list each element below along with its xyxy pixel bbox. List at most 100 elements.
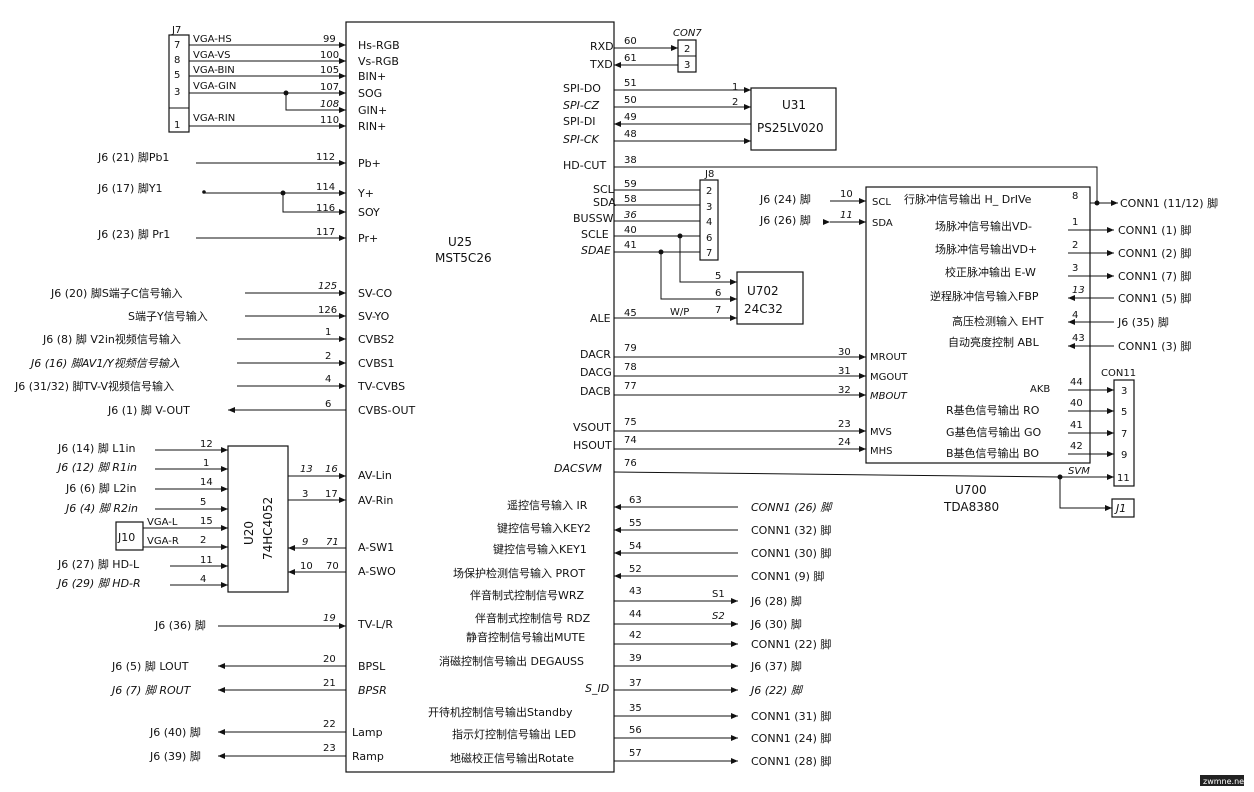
j1-ref: J1 xyxy=(1114,502,1126,515)
svg-text:41: 41 xyxy=(1070,420,1083,431)
con11-pin: 5 xyxy=(1121,407,1127,418)
svg-text:J6 (27) 脚 HD-L: J6 (27) 脚 HD-L xyxy=(57,557,140,571)
svg-text:13: 13 xyxy=(1072,285,1085,296)
svg-text:31: 31 xyxy=(838,366,851,377)
svg-text:51: 51 xyxy=(624,78,637,89)
svg-text:SCL: SCL xyxy=(593,183,615,196)
svg-text:CONN1 (24) 脚: CONN1 (24) 脚 xyxy=(751,731,831,745)
svg-text:5: 5 xyxy=(200,497,206,508)
svg-text:24: 24 xyxy=(838,437,851,448)
j8-pin: 3 xyxy=(706,202,712,213)
svg-text:校正脉冲输出 E-W: 校正脉冲输出 E-W xyxy=(945,265,1036,279)
svg-text:38: 38 xyxy=(624,155,637,166)
svg-text:55: 55 xyxy=(629,518,642,529)
svg-text:地磁校正信号输出Rotate: 地磁校正信号输出Rotate xyxy=(450,751,574,765)
svg-text:Hs-RGB: Hs-RGB xyxy=(358,39,400,52)
con7-ref: CON7 xyxy=(673,28,702,39)
svg-text:125: 125 xyxy=(318,281,337,292)
svg-text:114: 114 xyxy=(316,182,335,193)
svg-text:42: 42 xyxy=(1070,441,1083,452)
svg-text:78: 78 xyxy=(624,362,637,373)
svg-text:6: 6 xyxy=(325,399,331,410)
svg-text:75: 75 xyxy=(624,417,637,428)
svg-text:J6 (22) 脚: J6 (22) 脚 xyxy=(749,684,804,697)
svg-text:13: 13 xyxy=(300,464,313,475)
u31-pin: 1 xyxy=(732,82,738,93)
svg-text:63: 63 xyxy=(629,495,642,506)
svg-text:GIN+: GIN+ xyxy=(358,104,387,117)
svg-text:8: 8 xyxy=(1072,191,1078,202)
svg-text:3: 3 xyxy=(1072,263,1078,274)
svg-text:CONN1 (5) 脚: CONN1 (5) 脚 xyxy=(1118,291,1191,305)
svg-text:19: 19 xyxy=(323,613,336,624)
svg-text:SDA: SDA xyxy=(593,196,616,209)
svg-text:S1: S1 xyxy=(712,589,725,600)
svg-text:1: 1 xyxy=(325,327,331,338)
svg-text:指示灯控制信号输出 LED: 指示灯控制信号输出 LED xyxy=(452,727,576,741)
svg-text:52: 52 xyxy=(629,564,642,575)
con7-pin: 2 xyxy=(684,44,690,55)
svg-text:J6 (24) 脚: J6 (24) 脚 xyxy=(759,192,811,206)
svg-text:高压检测输入 EHT: 高压检测输入 EHT xyxy=(952,314,1044,328)
svg-text:键控信号输入KEY1: 键控信号输入KEY1 xyxy=(493,542,587,556)
svg-text:43: 43 xyxy=(1072,333,1085,344)
svg-text:J6 (14) 脚 L1in: J6 (14) 脚 L1in xyxy=(57,441,135,455)
svg-text:J6 (35) 脚: J6 (35) 脚 xyxy=(1117,315,1169,329)
svg-text:4: 4 xyxy=(1072,310,1078,321)
svg-text:57: 57 xyxy=(629,748,642,759)
svg-text:RIN+: RIN+ xyxy=(358,120,386,133)
u20-inputs: J6 (14) 脚 L1in 12 J6 (12) 脚 R1in 1 J6 (6… xyxy=(56,439,228,590)
u20-part: 74HC4052 xyxy=(261,497,275,560)
svg-text:1: 1 xyxy=(1072,217,1078,228)
svg-text:110: 110 xyxy=(320,115,339,126)
svg-text:20: 20 xyxy=(323,654,336,665)
u25-ref: U25 xyxy=(448,235,472,249)
svg-text:37: 37 xyxy=(629,678,642,689)
svg-text:CONN1 (7) 脚: CONN1 (7) 脚 xyxy=(1118,269,1191,283)
j8-pin: 7 xyxy=(706,248,712,259)
svg-text:TXD: TXD xyxy=(589,58,613,71)
ext-label: J6 (5) 脚 LOUT xyxy=(111,659,189,673)
svg-text:32: 32 xyxy=(838,385,851,396)
svg-text:105: 105 xyxy=(320,65,339,76)
svg-text:112: 112 xyxy=(316,152,335,163)
svg-text:CONN1 (3) 脚: CONN1 (3) 脚 xyxy=(1118,339,1191,353)
u700-body xyxy=(865,186,1091,464)
j7-body xyxy=(168,34,190,133)
svg-text:1: 1 xyxy=(203,458,209,469)
con7-pin: 3 xyxy=(684,60,690,71)
svg-text:Pb+: Pb+ xyxy=(358,157,381,170)
svg-text:DACB: DACB xyxy=(580,385,611,398)
svg-text:45: 45 xyxy=(624,308,637,319)
svg-text:23: 23 xyxy=(838,419,851,430)
ext-label: S端子Y信号输入 xyxy=(128,309,208,323)
net-label: VGA-RIN xyxy=(193,113,235,124)
svg-text:79: 79 xyxy=(624,343,637,354)
svg-text:3: 3 xyxy=(302,489,308,500)
svg-text:15: 15 xyxy=(200,516,213,527)
watermark-text: zwmne.net xyxy=(1203,777,1247,786)
j7-ref: J7 xyxy=(171,25,181,36)
svg-text:SCL: SCL xyxy=(872,197,891,208)
svg-text:SV-YO: SV-YO xyxy=(358,310,390,323)
ext-label: J6 (16) 脚AV1/Y视频信号输入 xyxy=(29,357,180,370)
pin-number: 10 xyxy=(300,561,313,572)
ext-label: J6 (23) 脚 Pr1 xyxy=(97,227,170,241)
u20-ref: U20 xyxy=(242,521,256,545)
u702-part: 24C32 xyxy=(744,302,783,316)
ext-label: J6 (17) 脚Y1 xyxy=(97,181,163,195)
watermark-badge xyxy=(1200,775,1244,786)
u702-ref: U702 xyxy=(747,284,779,298)
svg-text:Vs-RGB: Vs-RGB xyxy=(358,55,399,68)
svg-text:BPSL: BPSL xyxy=(358,660,386,673)
svg-text:CONN1 (1) 脚: CONN1 (1) 脚 xyxy=(1118,223,1191,237)
svg-text:50: 50 xyxy=(624,95,637,106)
svg-text:MROUT: MROUT xyxy=(870,352,908,363)
svg-text:HSOUT: HSOUT xyxy=(573,439,612,452)
svg-text:Ramp: Ramp xyxy=(352,750,384,763)
svg-text:126: 126 xyxy=(318,305,337,316)
svg-text:14: 14 xyxy=(200,477,213,488)
svg-text:40: 40 xyxy=(624,225,637,236)
